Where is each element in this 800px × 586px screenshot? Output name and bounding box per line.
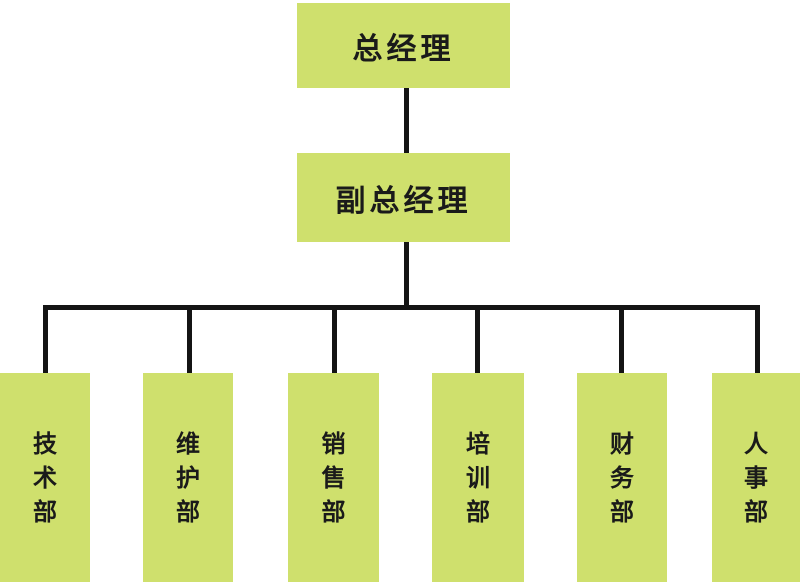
connector-drop-hr bbox=[755, 308, 760, 373]
org-node-technology-dept: 技术部 bbox=[0, 373, 90, 582]
connector-drop-maintenance bbox=[187, 308, 192, 373]
org-node-general-manager: 总经理 bbox=[297, 3, 510, 88]
org-node-finance-dept-label: 财务部 bbox=[610, 429, 634, 526]
connector-drop-finance bbox=[619, 308, 624, 373]
org-node-training-dept-label: 培训部 bbox=[466, 429, 490, 526]
org-node-hr-dept-label: 人事部 bbox=[744, 429, 768, 526]
org-node-maintenance-dept-label: 维护部 bbox=[176, 429, 200, 526]
org-node-sales-dept: 销售部 bbox=[288, 373, 379, 582]
connector-deputy-to-bus bbox=[404, 242, 409, 310]
connector-drop-technology bbox=[43, 308, 48, 373]
connector-horizontal-bus bbox=[43, 305, 760, 310]
org-node-deputy-general-manager-label: 副总经理 bbox=[335, 183, 472, 219]
connector-drop-training bbox=[475, 308, 480, 373]
org-node-deputy-general-manager: 副总经理 bbox=[297, 153, 510, 242]
connector-root-to-deputy bbox=[404, 88, 409, 153]
org-node-hr-dept: 人事部 bbox=[712, 373, 800, 582]
connector-drop-sales bbox=[332, 308, 337, 373]
org-node-sales-dept-label: 销售部 bbox=[321, 429, 346, 526]
org-node-technology-dept-label: 技术部 bbox=[33, 429, 57, 526]
org-node-training-dept: 培训部 bbox=[432, 373, 524, 582]
org-node-maintenance-dept: 维护部 bbox=[143, 373, 233, 582]
org-node-finance-dept: 财务部 bbox=[577, 373, 667, 582]
org-node-general-manager-label: 总经理 bbox=[352, 31, 455, 67]
